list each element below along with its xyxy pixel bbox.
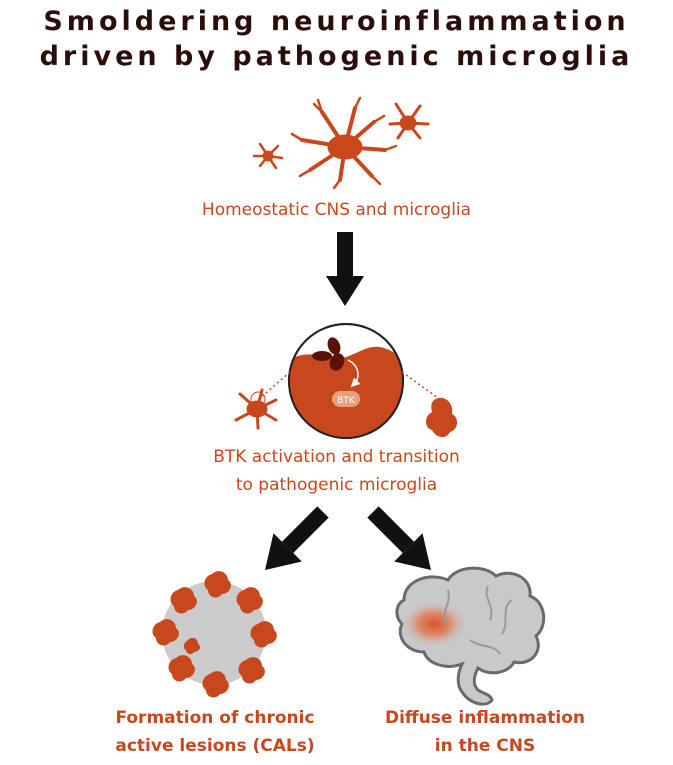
homeostatic-microglia-small-right (388, 102, 430, 140)
activation-label-line-1: BTK activation and transition (213, 447, 460, 467)
connector-right (401, 371, 439, 399)
diffuse-label-line-1: Diffuse inflammation (384, 708, 585, 728)
connector-left (257, 371, 291, 401)
cal-label-line-2: active lesions (CALs) (115, 736, 315, 756)
cal-label-line-1: Formation of chronic (115, 708, 315, 728)
homeostatic-microglia-small-left (252, 142, 284, 170)
arrow-down-right (367, 506, 431, 570)
diffuse-outcome-label: Diffuse inflammation in the CNS (360, 704, 610, 760)
btk-label: BTK (337, 396, 356, 406)
diffuse-label-line-2: in the CNS (434, 736, 536, 756)
brain-illustration (395, 566, 546, 706)
homeostatic-microglia-large (290, 96, 398, 190)
cal-outcome-label: Formation of chronic active lesions (CAL… (90, 704, 340, 760)
title-line-1: Smoldering neuroinflammation (43, 6, 630, 37)
arrow-down-left (265, 506, 329, 570)
homeostatic-label: Homeostatic CNS and microglia (201, 200, 472, 220)
lesion-rim-microglia (152, 571, 277, 698)
title-line-2: driven by pathogenic microglia (39, 41, 634, 72)
chronic-lesion-illustration (152, 571, 277, 698)
pathogenic-microglia-right (426, 397, 458, 438)
activating-microglia-left (234, 388, 278, 430)
activation-label-line-2: to pathogenic microglia (235, 475, 438, 495)
receptor-icon (312, 337, 345, 371)
btk-activation-circle: BTK (288, 323, 404, 439)
activation-label: BTK activation and transition to pathoge… (120, 443, 553, 499)
page-title: Smoldering neuroinflammation driven by p… (0, 4, 673, 74)
btk-pill (332, 391, 360, 407)
inflammation-hotspot (400, 600, 468, 648)
arrow-down (326, 232, 364, 306)
